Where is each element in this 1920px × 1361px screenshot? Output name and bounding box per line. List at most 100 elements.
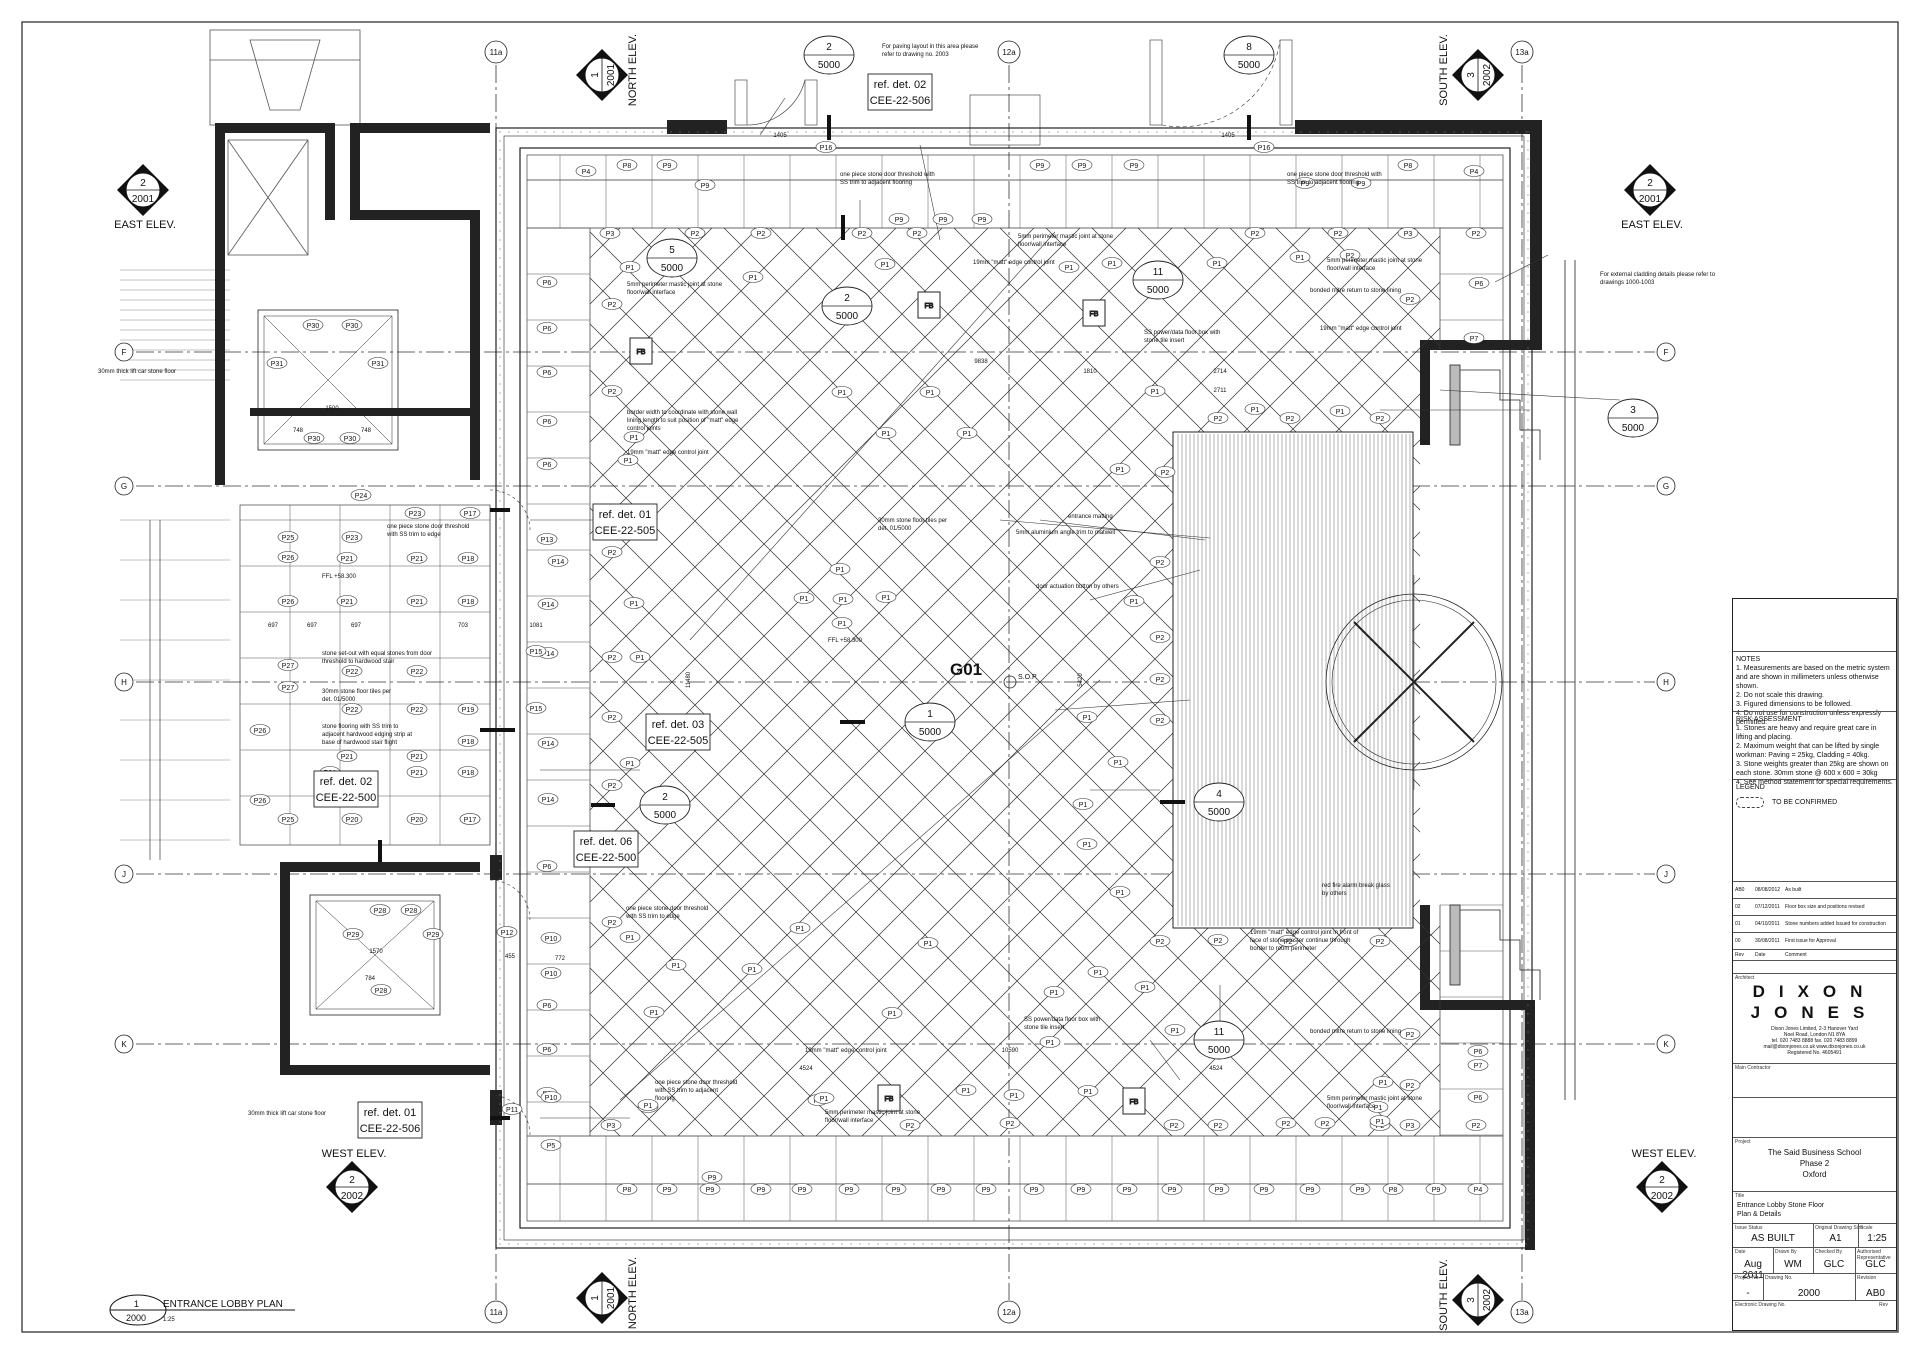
tile-code: P22: [346, 669, 359, 676]
address-line: tel. 020 7483 8888 fax. 020 7483 8899: [1771, 1038, 1858, 1044]
tile-code: P1: [1296, 255, 1305, 262]
tile-code: P21: [411, 599, 424, 606]
tile-code: P1: [962, 1088, 971, 1095]
tile-tag: [701, 1171, 723, 1183]
grid-label: 12a: [1002, 48, 1016, 57]
tile-code: P1: [1065, 265, 1074, 272]
tile-code: P10: [545, 936, 558, 943]
tile-tag: [536, 366, 558, 378]
tile-tag: [1467, 1091, 1489, 1103]
tile-code: P18: [462, 770, 475, 777]
grid-label: H: [1663, 678, 1669, 687]
floor-box: [1122, 1087, 1146, 1115]
annotation-note: 19mm "matt" edge control joint: [1320, 326, 1402, 332]
elevation-sheet: 2002: [341, 1191, 364, 1202]
tile-tag: [336, 552, 358, 564]
title-line: Plan & Details: [1737, 1211, 1781, 1218]
annotation-note: For external cladding details please ref…: [1600, 272, 1716, 286]
tile-code: P9: [1077, 1187, 1086, 1194]
grid-label: K: [1663, 1040, 1669, 1049]
elevation-number: 3: [1466, 72, 1477, 78]
tile-tag: [406, 766, 428, 778]
grid-bubble: [1656, 342, 1676, 362]
tile-code: P2: [1282, 1121, 1291, 1128]
section-number: 11: [1153, 267, 1164, 278]
tile-tag: [1161, 1183, 1183, 1195]
grid-label: 13a: [1515, 48, 1529, 57]
tile-tag: [536, 415, 558, 427]
tile-code: P9: [1432, 1187, 1441, 1194]
grid-bubble: [1656, 864, 1676, 884]
tile-tag: [341, 703, 363, 715]
tile-tag: [919, 386, 941, 398]
tile-code: P1: [1171, 1028, 1180, 1035]
tile-tag: [1465, 227, 1487, 239]
tb-blank-top: [1733, 599, 1896, 652]
tile-tag: [1463, 332, 1485, 344]
tile-tag: [540, 1091, 562, 1103]
tile-code: P23: [409, 511, 422, 518]
tile-tag: [665, 959, 687, 971]
tile-code: P2: [1472, 1123, 1481, 1130]
tile-code: P2: [757, 231, 766, 238]
note-2: 2. Do not scale this drawing.: [1736, 692, 1824, 699]
tile-tag: [1149, 935, 1171, 947]
address-line: Noel Road, London N1 8YA: [1783, 1032, 1846, 1038]
tile-code: P9: [1356, 1187, 1365, 1194]
tile-code: P28: [374, 908, 387, 915]
tile-code: P1: [820, 1096, 829, 1103]
grid-bubble: [484, 1300, 508, 1324]
tile-tag: [619, 261, 641, 273]
grid-bubble: [114, 342, 134, 362]
tile-code: P2: [608, 920, 617, 927]
reference-line1: ref. det. 01: [364, 1107, 417, 1119]
tile-code: P21: [341, 754, 354, 761]
reference-line1: ref. det. 02: [320, 776, 373, 788]
tile-code: P9: [1260, 1187, 1269, 1194]
tile-tag: [1071, 159, 1093, 171]
tile-code: P2: [1346, 253, 1355, 260]
tile-tag: [350, 489, 372, 501]
tile-tag: [601, 298, 623, 310]
tile-code: P2: [1170, 1123, 1179, 1130]
drawn-heading: Drawn By: [1775, 1249, 1797, 1255]
tile-tag: [277, 531, 299, 543]
dimension-label: 1570: [369, 949, 383, 955]
tile-tag: [1339, 249, 1361, 261]
tile-code: P1: [1213, 261, 1222, 268]
section-number: 8: [1246, 42, 1252, 53]
tile-code: P2: [1156, 560, 1165, 567]
dimension-label: 1810: [1083, 369, 1097, 375]
tile-code: P6: [543, 1003, 552, 1010]
tile-code: P24: [355, 493, 368, 500]
tile-code: P9: [982, 1187, 991, 1194]
section-number: 4: [1216, 789, 1222, 800]
tile-code: P1: [1114, 760, 1123, 767]
tile-tag: [459, 507, 481, 519]
project-number: -: [1746, 1288, 1750, 1299]
tile-tag: [932, 213, 954, 225]
tile-tag: [741, 963, 763, 975]
tile-tag: [540, 932, 562, 944]
plan-title-number: 1: [134, 1299, 139, 1309]
detail-reference: [357, 1101, 423, 1139]
architect-heading: Architect: [1735, 975, 1755, 981]
tile-code: P21: [411, 556, 424, 563]
annotation-note: bonded mitre return to stone lining: [1310, 288, 1401, 294]
tile-tag: [536, 322, 558, 334]
revision-heading: Revision: [1857, 1275, 1877, 1281]
tile-tag: [336, 750, 358, 762]
grid-label: J: [1664, 870, 1668, 879]
tile-code: P30: [346, 323, 359, 330]
grid-label: H: [121, 678, 127, 687]
tile-code: P9: [663, 1187, 672, 1194]
tile-code: P21: [341, 556, 354, 563]
tile-code: P28: [405, 908, 418, 915]
tile-code: P1: [626, 935, 635, 942]
detail-reference: [592, 503, 658, 541]
tile-code: P2: [1406, 1083, 1415, 1090]
